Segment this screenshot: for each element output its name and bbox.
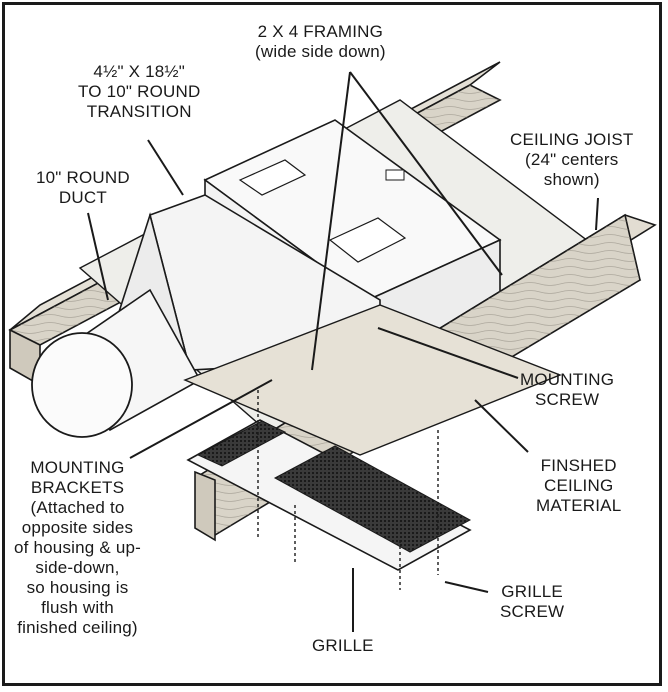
label-mounting-brackets: MOUNTING BRACKETS (Attached to opposite … (14, 458, 142, 637)
label-round-duct: 10" ROUND DUCT (36, 168, 130, 207)
label-finished-ceiling-material: FINSHED CEILING MATERIAL (536, 456, 622, 515)
grille-screws (257, 390, 439, 590)
label-framing: 2 X 4 FRAMING (wide side down) (255, 22, 386, 61)
label-mounting-screw: MOUNTING SCREW (520, 370, 615, 409)
label-grille: GRILLE (312, 636, 374, 655)
framing-board (183, 304, 562, 456)
label-grille-screw: GRILLE SCREW (500, 582, 565, 621)
label-ceiling-joist: CEILING JOIST (24" centers shown) (510, 130, 634, 189)
round-duct (31, 288, 202, 438)
label-transition: 4½" X 18½" TO 10" ROUND TRANSITION (78, 62, 201, 121)
leader-lines (87, 71, 599, 632)
